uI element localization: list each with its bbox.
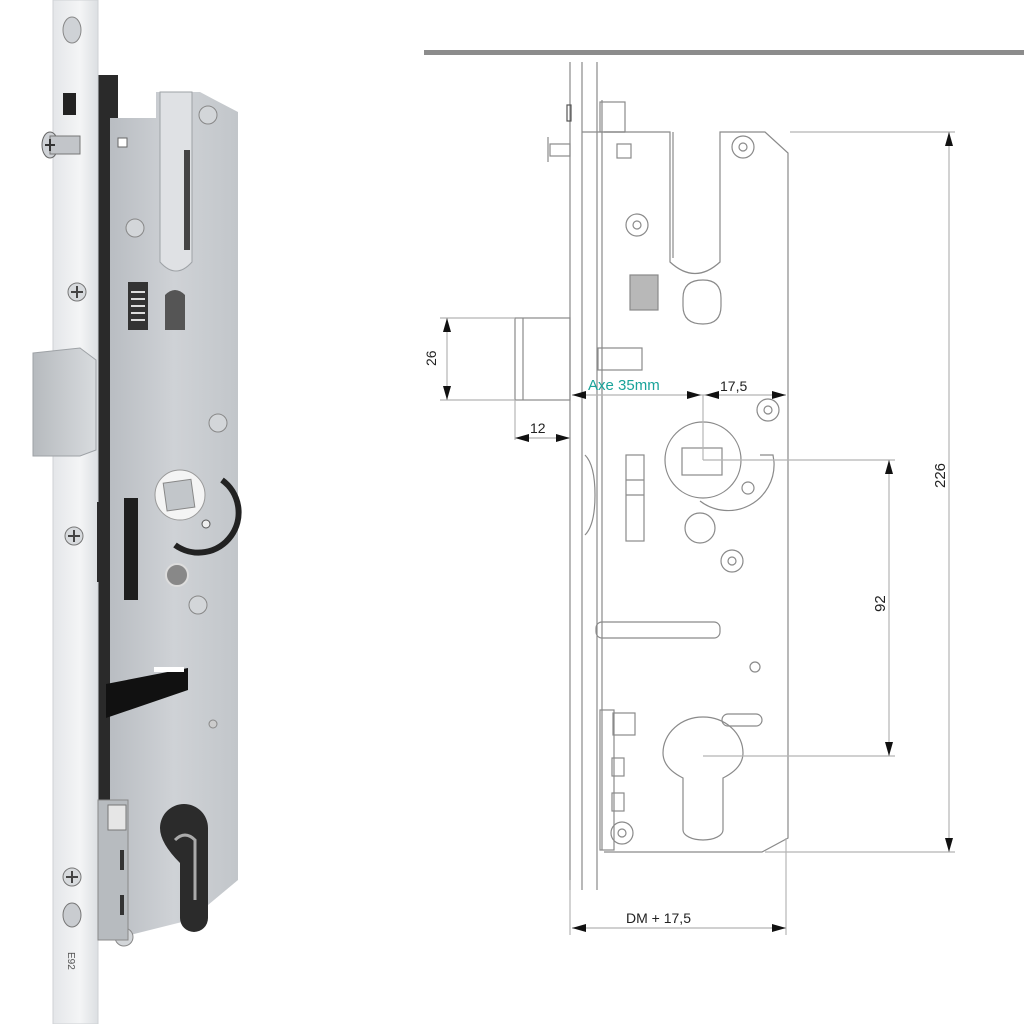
faceplate-marking: E92: [65, 952, 76, 970]
dim-backset-total: DM + 17,5: [626, 910, 691, 926]
protruding-screw-icon: [41, 131, 81, 159]
horizontal-slot: [106, 668, 188, 718]
latch-bolt: [32, 347, 97, 457]
dim-axe: Axe 35mm: [588, 377, 660, 394]
top-rule: [424, 50, 1024, 55]
case-outline: [604, 131, 789, 853]
latch-outline: [514, 317, 571, 401]
technical-drawing: 26 12 Axe 35mm 17,5 226 92 DM + 17,5: [423, 62, 955, 935]
dim-total-height: 226: [932, 463, 949, 488]
lock-photo: E92: [32, 0, 242, 1024]
spindle-square: [162, 478, 196, 512]
dim-latch-height: 26: [423, 350, 439, 366]
faceplate: [52, 0, 99, 1024]
faceplate-screw-icon: [62, 16, 87, 928]
dim-spindle-cylinder: 92: [872, 595, 889, 612]
follower-arc: [173, 477, 242, 556]
dim-latch-projection: 12: [530, 420, 546, 436]
cylinder-profile: [662, 716, 744, 841]
dim-spindle-edge: 17,5: [720, 378, 747, 394]
bolt-slot: [124, 498, 138, 600]
